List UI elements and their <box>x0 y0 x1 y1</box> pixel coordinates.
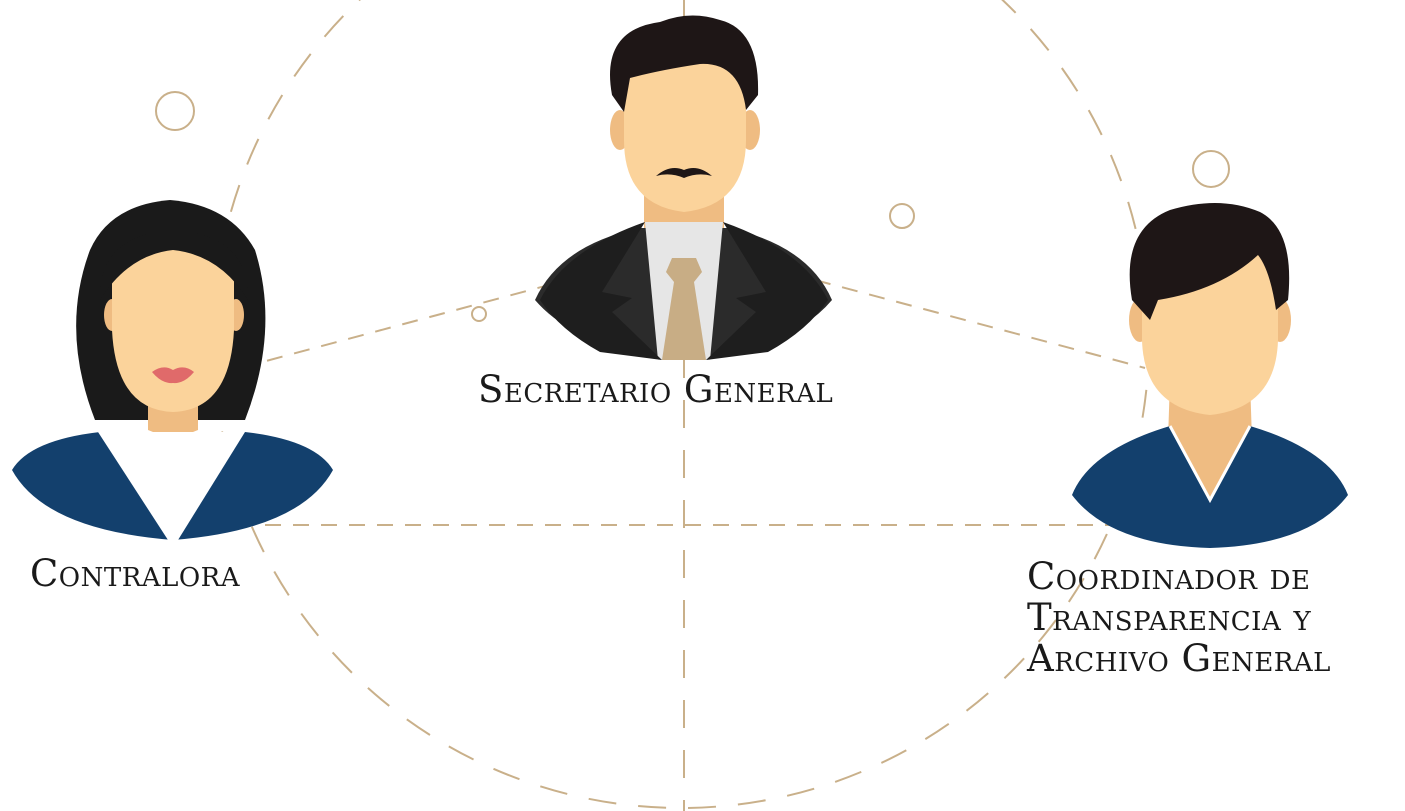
ring-marker <box>471 306 487 322</box>
role-label-secretario-general: Secretario General <box>478 368 834 411</box>
female-avatar-icon <box>12 200 333 540</box>
role-label-line: Archivo General <box>1027 637 1331 680</box>
ring-marker <box>1192 150 1230 188</box>
role-label-coordinador: Coordinador de Transparencia y Archivo G… <box>1027 556 1331 679</box>
connector-right <box>814 279 1146 369</box>
male-suit-avatar-icon <box>535 15 832 360</box>
role-label-line: Coordinador de <box>1027 555 1311 598</box>
ring-marker <box>155 91 195 131</box>
role-label-contralora: Contralora <box>30 552 241 595</box>
ring-markers <box>155 91 1230 322</box>
role-label-line: Transparencia y <box>1027 596 1312 639</box>
connector-left <box>239 281 561 369</box>
male-avatar-icon <box>1072 202 1348 548</box>
ring-marker <box>889 203 915 229</box>
